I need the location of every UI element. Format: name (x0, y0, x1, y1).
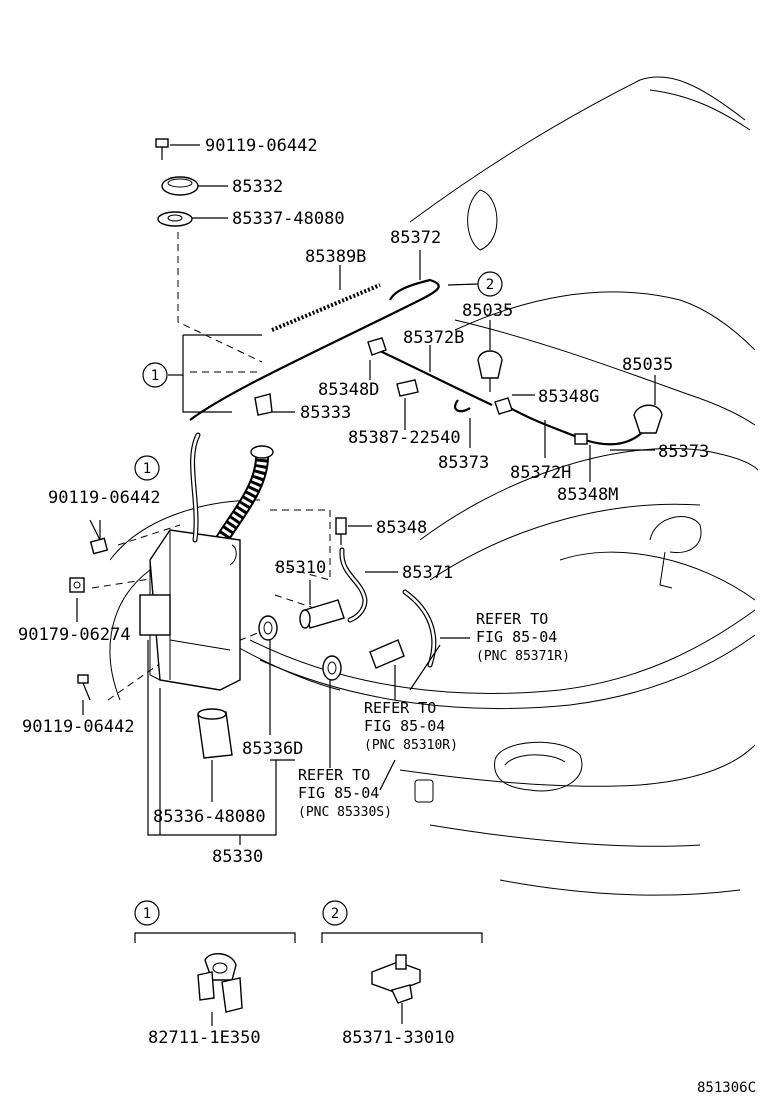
label-hose-branch-b: 85372B (403, 328, 464, 348)
callout-markers: 1 1 2 1 2 (134, 271, 503, 926)
label-clip-d: 85348D (318, 380, 379, 400)
label-hose-clamp: 85387-22540 (348, 428, 461, 448)
label-nozzle-left: 85035 (462, 301, 513, 321)
leader-lines (76, 144, 656, 845)
clip-82711-art (197, 953, 243, 1026)
inlet-art (203, 393, 274, 564)
label-clip-m: 85348M (557, 485, 618, 505)
refer-note-3-pnc: (PNC 85330S) (298, 805, 392, 820)
figure-code: 851306C (697, 1080, 756, 1096)
joint-art (335, 517, 347, 545)
label-hose-h: 85372H (510, 463, 571, 483)
label-nut-left: 90179-06274 (18, 625, 131, 645)
tank-art (139, 529, 241, 691)
legend-marker-1: 1 (143, 906, 151, 922)
label-valve-g: 85348G (538, 387, 599, 407)
nozzle-left-art (477, 350, 503, 392)
gasket-art (157, 211, 193, 227)
refer-note-3-line2: FIG 85-04 (298, 784, 379, 802)
grommet-2-art (322, 655, 342, 681)
label-motor: 85310 (275, 558, 326, 578)
legend-marker-2: 2 (331, 906, 339, 922)
callout-marker-1b: 1 (143, 461, 151, 477)
clip-85371-art (371, 954, 421, 1024)
grommet-art (258, 615, 278, 641)
label-inlet: 85333 (300, 403, 351, 423)
bolt-top-art (155, 138, 169, 160)
legend-part-1: 82711-1E350 (148, 1028, 261, 1048)
part-labels: 90119-06442 85332 85337-48080 85372 8538… (18, 136, 709, 867)
bolt-bottom-art (77, 674, 91, 701)
label-tank-assy: 85330 (212, 847, 263, 867)
refer-note-85330s: REFER TO FIG 85-04 (PNC 85330S) (298, 766, 392, 820)
refer-note-2-line2: FIG 85-04 (364, 717, 445, 735)
nozzle-right-art (633, 404, 663, 434)
motor-upper-art (299, 599, 345, 629)
legend-part-2: 85371-33010 (342, 1028, 455, 1048)
legend-section: 82711-1E350 85371-33010 (134, 932, 483, 1048)
label-protector: 85389B (305, 247, 366, 267)
label-joint: 85348 (376, 518, 427, 538)
label-bolt-bottom: 90119-06442 (22, 717, 135, 737)
bolt-left-art (89, 520, 109, 555)
nut-left-art (69, 577, 85, 593)
refer-note-85310r: REFER TO FIG 85-04 (PNC 85310R) (364, 699, 458, 753)
label-filter: 85336-48080 (153, 807, 266, 827)
refer-note-2-pnc: (PNC 85310R) (364, 738, 458, 753)
label-cap: 85332 (232, 177, 283, 197)
label-nozzle-right: 85035 (622, 355, 673, 375)
protector-art (271, 283, 381, 332)
refer-note-3-line1: REFER TO (298, 766, 370, 784)
refer-note-85371r: REFER TO FIG 85-04 (PNC 85371R) (476, 610, 570, 664)
parts-art (69, 138, 663, 759)
vehicle-outline (109, 76, 759, 896)
filter-art (197, 708, 233, 759)
refer-note-2-line1: REFER TO (364, 699, 436, 717)
label-grommet-d: 85336D (242, 739, 303, 759)
cap-art (161, 176, 199, 196)
label-hose-71: 85371 (402, 563, 453, 583)
label-hose-73-left: 85373 (438, 453, 489, 473)
label-bolt-top: 90119-06442 (205, 136, 318, 156)
label-hose-main: 85372 (390, 228, 441, 248)
label-hose-73-right: 85373 (658, 442, 709, 462)
label-cap-gasket: 85337-48080 (232, 209, 345, 229)
callout-marker-1a: 1 (151, 368, 159, 384)
label-bolt-left: 90119-06442 (48, 488, 161, 508)
motor-lower-art (369, 639, 405, 669)
callout-marker-2: 2 (486, 277, 494, 293)
refer-note-1-line2: FIG 85-04 (476, 628, 557, 646)
refer-note-1-pnc: (PNC 85371R) (476, 649, 570, 664)
refer-note-1-line1: REFER TO (476, 610, 548, 628)
